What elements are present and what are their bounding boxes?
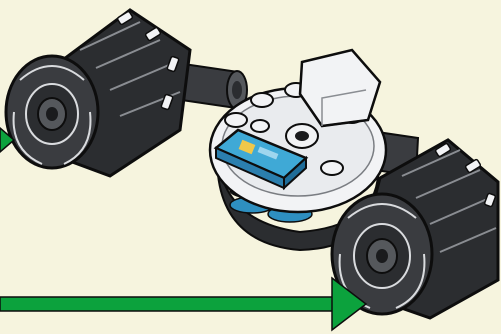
bottom-assembly-arrow	[0, 278, 366, 330]
left-engine-pod-icon	[6, 10, 190, 176]
